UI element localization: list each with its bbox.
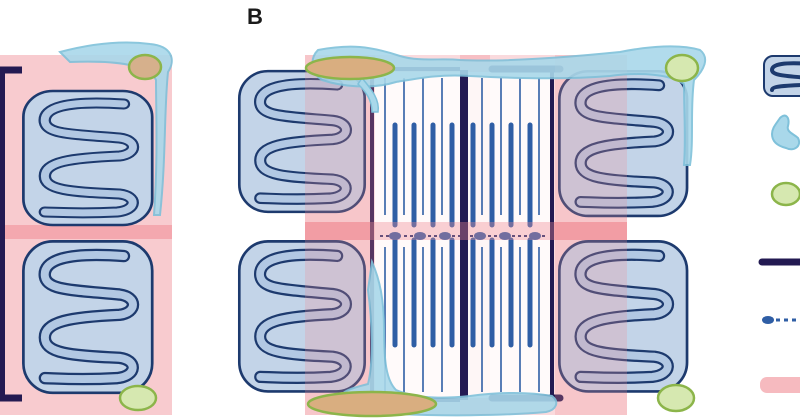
lipid-droplet-icon <box>770 181 800 207</box>
band-overlay-left <box>305 55 375 415</box>
m-lines <box>370 70 554 400</box>
legend <box>758 55 800 393</box>
mitochondrion-left-bottom <box>23 241 152 392</box>
lipid-droplet-left-top <box>127 53 163 81</box>
thin-filaments <box>384 78 540 392</box>
myofilament-icon <box>762 316 800 324</box>
lipid-droplet-top-right <box>664 53 700 83</box>
lipid-droplet-left-bottom <box>118 384 158 412</box>
sr-top <box>311 45 707 166</box>
lipid-droplet-bottom-left <box>306 390 438 418</box>
panel-label: B <box>247 4 263 29</box>
z-line-beads <box>389 232 541 240</box>
sr-top-curl <box>357 76 380 113</box>
lipid-droplet-top-left <box>304 55 396 81</box>
band-overlay-right <box>555 55 627 415</box>
panel-b <box>239 45 707 418</box>
lipid-droplet-bottom-right <box>656 383 696 413</box>
thick-myofilaments <box>392 122 533 348</box>
z-band-horizontal-left <box>0 225 172 239</box>
mitochondrion-icon <box>763 55 800 97</box>
sarcomere-band-icon <box>760 377 800 393</box>
sarcoplasmic-reticulum-icon <box>770 114 800 151</box>
z-band-overlay <box>305 222 627 240</box>
mitochondrion-left-top <box>23 91 152 225</box>
left-panel <box>0 41 173 415</box>
